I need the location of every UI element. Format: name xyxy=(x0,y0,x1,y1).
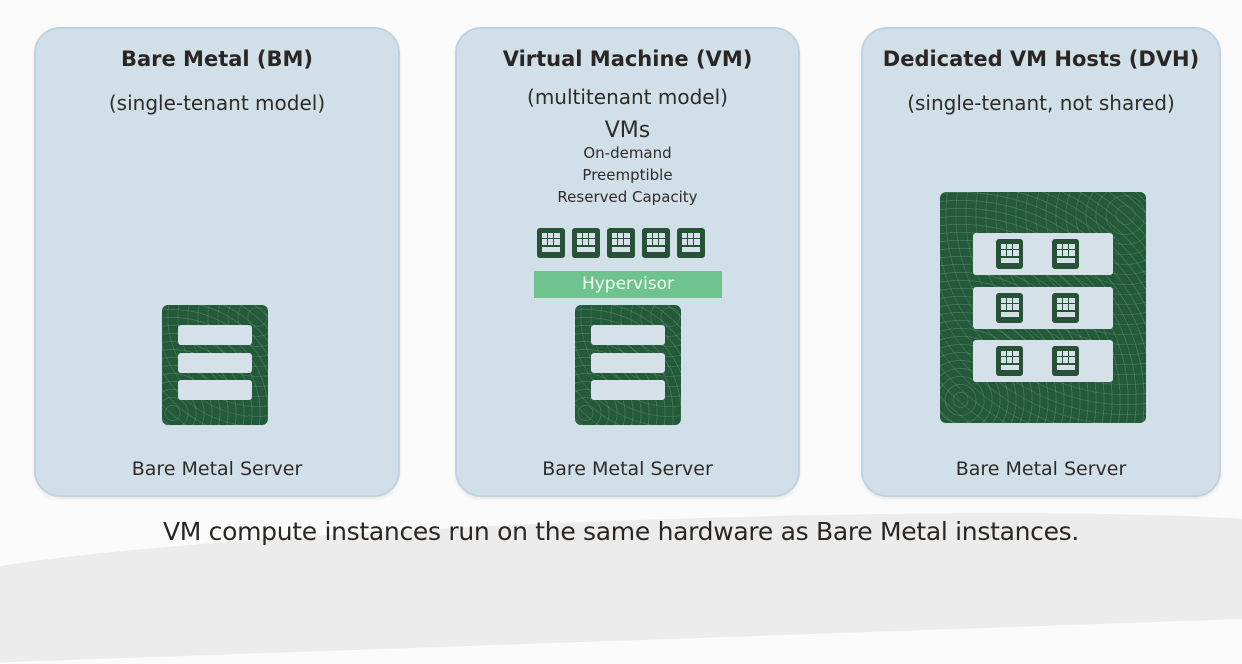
bare-metal-panel: Bare Metal (BM) (single-tenant model) Ba… xyxy=(34,27,400,497)
panel-subtitle: (single-tenant, not shared) xyxy=(907,91,1175,115)
server-slot xyxy=(590,325,666,345)
vm-icon xyxy=(1052,346,1079,376)
panel-title: Dedicated VM Hosts (DVH) xyxy=(882,47,1200,71)
server-slot xyxy=(177,353,253,373)
server-slot xyxy=(177,380,253,400)
vm-icon xyxy=(537,228,565,258)
bare-metal-server-icon xyxy=(575,305,681,425)
server-slot xyxy=(590,380,666,400)
vm-type-item: Reserved Capacity xyxy=(557,188,698,206)
vms-label: VMs xyxy=(604,118,651,143)
server-slot xyxy=(590,353,666,373)
vm-icon xyxy=(996,293,1023,323)
server-slot xyxy=(177,325,253,345)
server-label: Bare Metal Server xyxy=(955,458,1127,480)
vm-type-item: Preemptible xyxy=(582,166,673,184)
host-slot xyxy=(973,287,1113,329)
vm-icon xyxy=(572,228,600,258)
server-label: Bare Metal Server xyxy=(542,458,713,480)
vm-icons-row xyxy=(537,228,705,258)
vm-icon xyxy=(677,228,705,258)
vm-icon xyxy=(1052,293,1079,323)
server-label: Bare Metal Server xyxy=(131,458,303,480)
host-slot xyxy=(973,233,1113,275)
dedicated-host-server-icon xyxy=(940,192,1146,423)
panel-title: Bare Metal (BM) xyxy=(120,47,314,71)
panel-title: Virtual Machine (VM) xyxy=(502,47,753,71)
panel-subtitle: (multitenant model) xyxy=(527,85,728,109)
vm-icon xyxy=(642,228,670,258)
caption: VM compute instances run on the same har… xyxy=(162,517,1080,546)
vm-icon xyxy=(996,239,1023,269)
vm-icon xyxy=(1052,239,1079,269)
bare-metal-server-icon xyxy=(162,305,268,425)
panel-subtitle: (single-tenant model) xyxy=(108,91,326,115)
vm-icon xyxy=(996,346,1023,376)
hypervisor-bar: Hypervisor xyxy=(534,271,722,298)
dedicated-vm-hosts-panel: Dedicated VM Hosts (DVH) (single-tenant,… xyxy=(861,27,1221,497)
host-slot xyxy=(973,340,1113,382)
virtual-machine-panel: Virtual Machine (VM) (multitenant model)… xyxy=(455,27,800,497)
vm-types-list: On-demand Preemptible Reserved Capacity xyxy=(457,142,798,208)
vm-icon xyxy=(607,228,635,258)
vm-type-item: On-demand xyxy=(583,144,672,162)
